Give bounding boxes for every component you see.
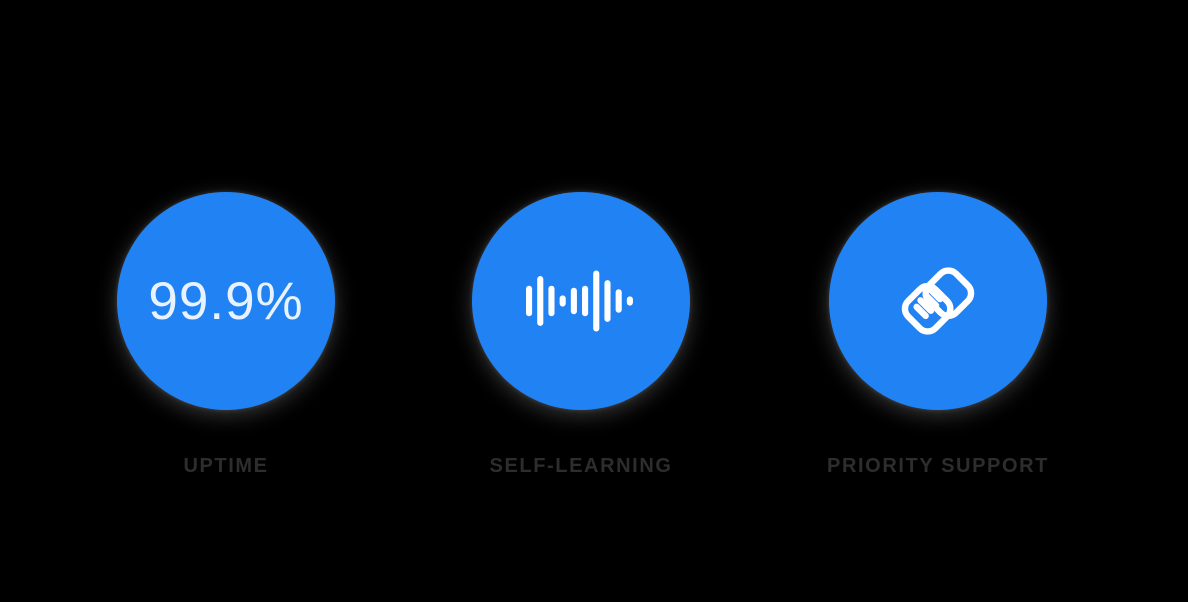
handshake-icon <box>901 267 975 335</box>
self-learning-circle <box>472 192 691 410</box>
uptime-label: UPTIME <box>183 455 269 477</box>
uptime-circle: 99.9% <box>117 192 336 410</box>
self-learning-label: SELF-LEARNING <box>489 455 673 477</box>
audio-waveform-icon <box>526 270 633 332</box>
feature-uptime: 99.9% UPTIME <box>117 192 336 478</box>
uptime-stat-value: 99.9% <box>148 271 304 331</box>
feature-priority-support: PRIORITY SUPPORT <box>827 192 1049 478</box>
priority-support-label: PRIORITY SUPPORT <box>827 455 1049 477</box>
features-strip: 99.9% UPTIME SELF-LEARNING PRIORITY SU <box>0 192 1177 478</box>
priority-support-circle <box>829 192 1047 410</box>
feature-self-learning: SELF-LEARNING <box>472 192 691 478</box>
